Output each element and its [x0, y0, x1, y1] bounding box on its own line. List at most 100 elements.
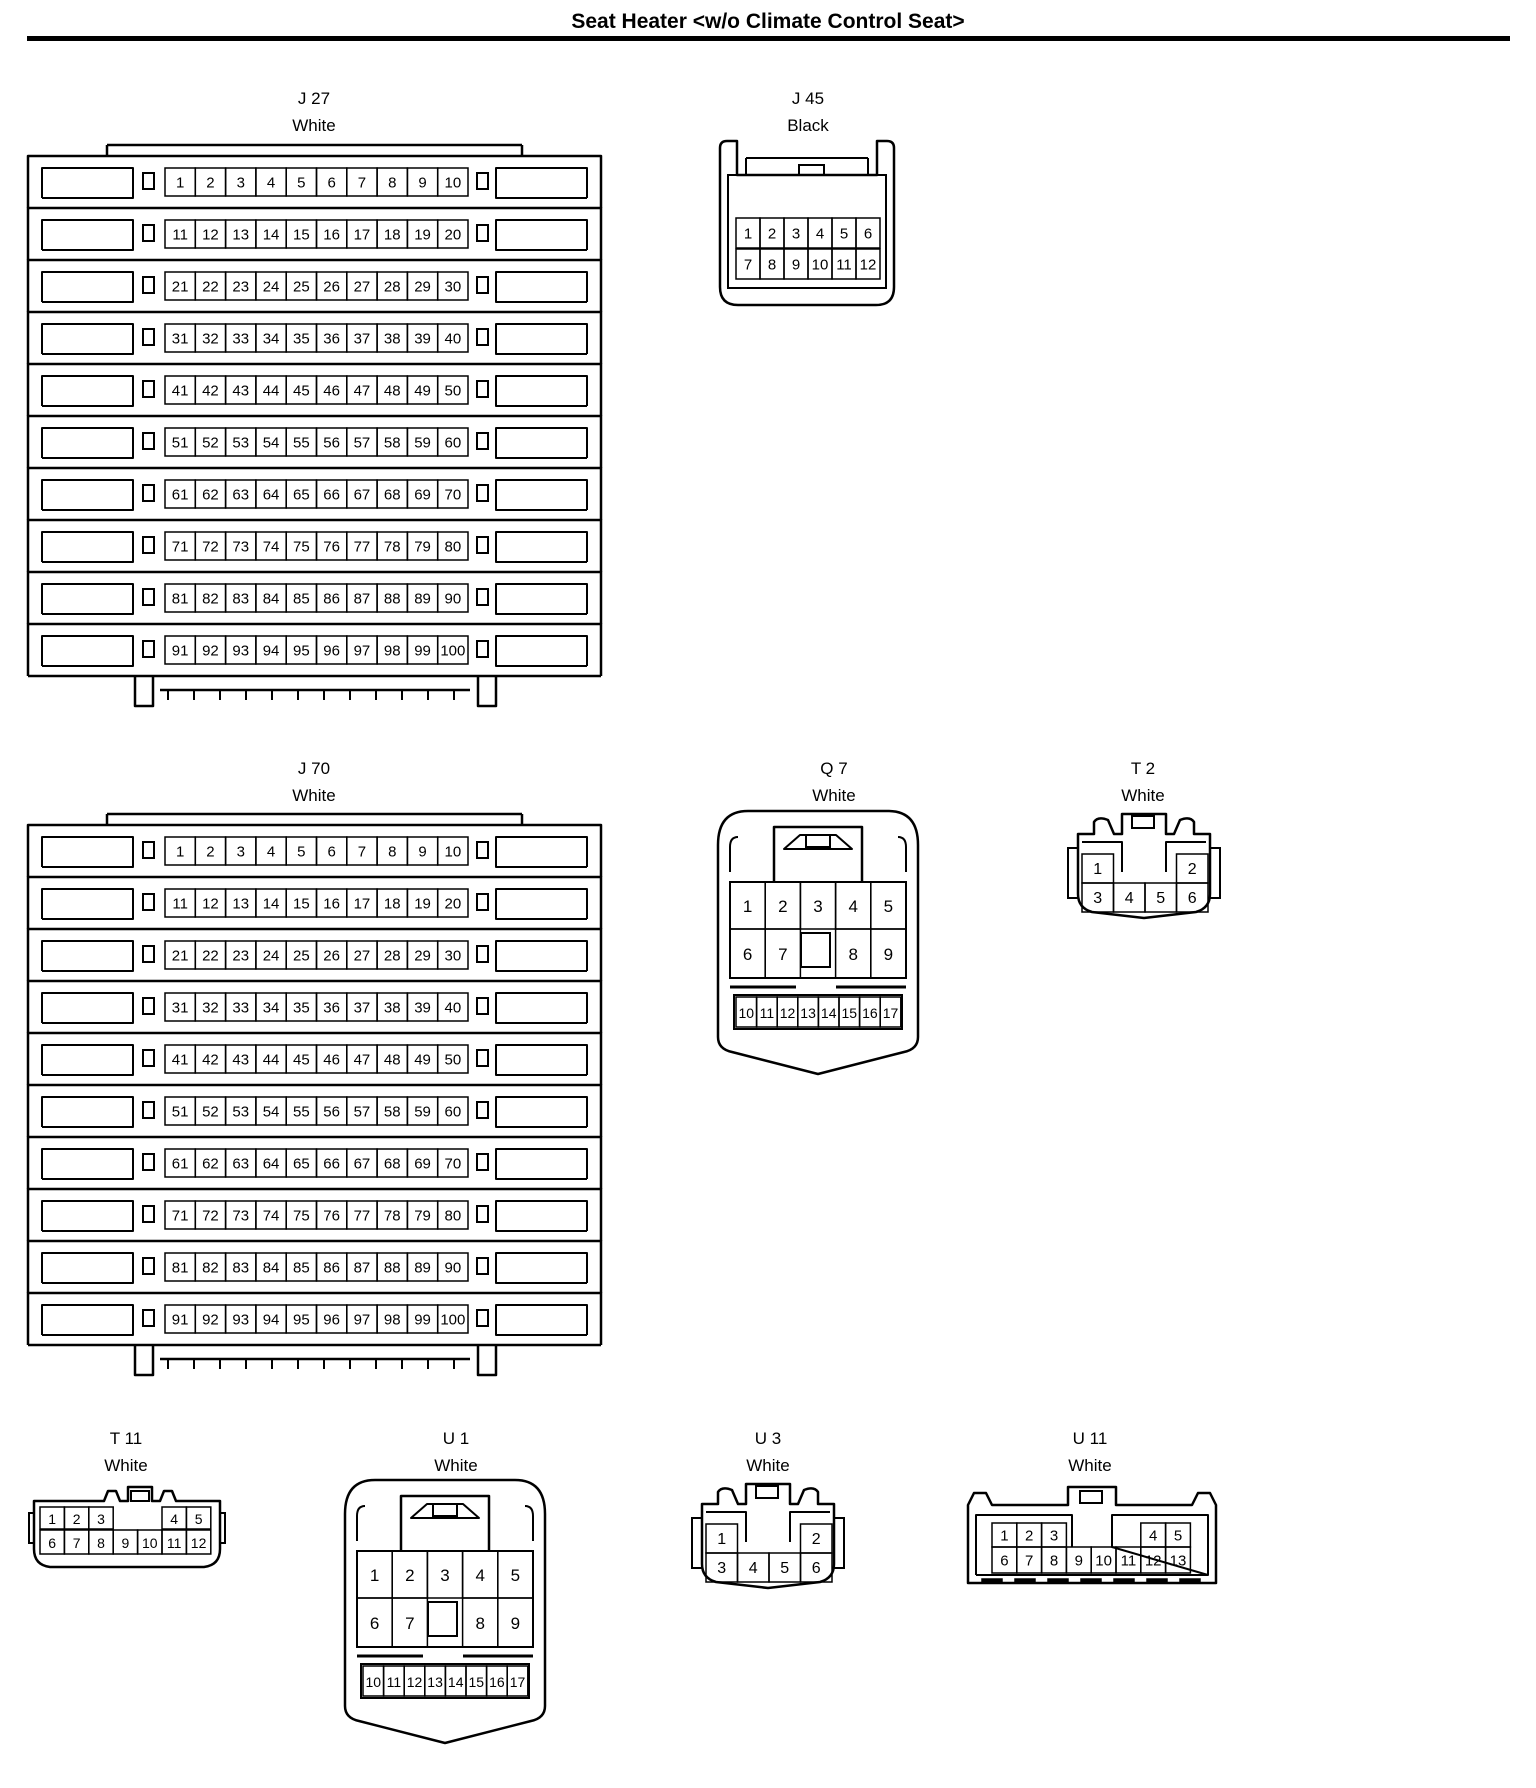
pin-number: 38 [384, 1000, 401, 1017]
row-latch-left [41, 323, 134, 355]
row-latch-right [495, 479, 588, 511]
row-latch-left [41, 271, 134, 303]
pin-number: 63 [232, 487, 249, 504]
pin-number: 67 [354, 1156, 371, 1173]
pin-number: 7 [778, 945, 787, 964]
pin-cell [436, 1096, 469, 1126]
pin-number: 74 [263, 539, 280, 556]
row-outline [26, 258, 603, 312]
pin-number: 25 [293, 279, 310, 296]
row-lock-right [476, 588, 489, 606]
row-lock-left [142, 1205, 155, 1223]
pin-number: 4 [1149, 1528, 1157, 1545]
pin-number: 15 [293, 227, 310, 244]
pin-number: 8 [768, 257, 776, 274]
pin-number: 66 [323, 1156, 340, 1173]
pin-number: 63 [232, 1156, 249, 1173]
pin-number: 7 [744, 257, 752, 274]
pin-number: 33 [232, 1000, 249, 1017]
pin-number: 4 [816, 226, 824, 243]
pin-number: 69 [414, 1156, 431, 1173]
pin-number: 13 [800, 1005, 816, 1021]
pin-number: 14 [263, 227, 280, 244]
row-latch-left [41, 375, 134, 407]
pin-cell [870, 928, 907, 979]
housing-outline [343, 1514, 547, 1745]
pin-cell [436, 219, 469, 249]
pin-number: 22 [202, 279, 219, 296]
empty-cavity [800, 932, 831, 968]
pin-number: 5 [511, 1566, 520, 1585]
connector-t11-color: White [104, 1456, 148, 1475]
pin-cell [88, 1506, 114, 1530]
pin-number: 7 [1025, 1553, 1033, 1570]
pin-number: 66 [323, 487, 340, 504]
foot-left [133, 1345, 155, 1377]
connector-t2-color: White [1121, 786, 1165, 805]
pin-number: 50 [445, 1052, 462, 1069]
pin-number: 30 [445, 279, 462, 296]
pin-number: 23 [232, 948, 249, 965]
row-latch-right [495, 219, 588, 251]
pin-number: 54 [263, 435, 280, 452]
pin-number: 92 [202, 1312, 219, 1329]
pin-number: 3 [717, 1560, 726, 1577]
pin-number: 68 [384, 487, 401, 504]
pin-number: 11 [172, 896, 188, 913]
pin-number: 10 [366, 1674, 382, 1690]
housing-rib [975, 1514, 1209, 1576]
pin-number: 1 [1000, 1528, 1008, 1545]
pin-number: 26 [323, 948, 340, 965]
housing-latch-key [783, 834, 853, 850]
row-latch-left [41, 1304, 134, 1336]
row-lock-left [142, 224, 155, 242]
pin-number: 79 [414, 539, 431, 556]
pin-number: 47 [354, 383, 371, 400]
pin-cell [436, 888, 469, 918]
pin-number: 70 [445, 487, 462, 504]
row-latch-left [41, 1148, 134, 1180]
pin-cell [799, 1552, 833, 1583]
pin-number: 34 [263, 331, 280, 348]
pin-number: 6 [370, 1614, 379, 1633]
housing-rib [706, 1511, 830, 1542]
pin-number: 36 [323, 331, 340, 348]
pin-cell [436, 1044, 469, 1074]
row-latch-right [495, 940, 588, 972]
pin-cell [436, 1148, 469, 1178]
pin-number: 17 [354, 227, 371, 244]
pin-cell [185, 1529, 212, 1555]
pin-number: 11 [836, 257, 852, 274]
housing-key [805, 834, 831, 848]
pin-number: 9 [1075, 1553, 1083, 1570]
pin-number: 45 [293, 1052, 310, 1069]
housing-key [755, 1485, 779, 1499]
row-lock-right [476, 640, 489, 658]
row-outline [26, 206, 603, 260]
connector-t2-name: T 2 [1130, 759, 1156, 778]
bottom-tooth [1146, 1578, 1168, 1584]
pin-number: 58 [384, 1104, 401, 1121]
pin-number: 1 [370, 1566, 379, 1585]
pin-number: 72 [202, 1208, 219, 1225]
pin-number: 53 [232, 1104, 249, 1121]
pin-number: 80 [445, 539, 462, 556]
row-latch-left [41, 635, 134, 667]
row-lock-right [476, 893, 489, 911]
pin-number: 2 [1188, 861, 1197, 878]
housing-latch [745, 158, 869, 175]
row-lock-right [476, 997, 489, 1015]
row-lock-right [476, 945, 489, 963]
connector-t11-name: T 11 [109, 1429, 143, 1448]
pin-number: 11 [760, 1005, 775, 1021]
pin-number: 12 [780, 1005, 796, 1021]
pin-cell [436, 167, 469, 197]
pin-number: 91 [172, 643, 189, 660]
pin-number: 11 [1121, 1553, 1137, 1570]
pin-number: 56 [323, 1104, 340, 1121]
connector-u11-color: White [1068, 1456, 1112, 1475]
pin-number: 4 [170, 1511, 178, 1527]
pin-number: 2 [206, 175, 214, 192]
pin-number: 76 [323, 539, 340, 556]
row-latch-right [495, 427, 588, 459]
